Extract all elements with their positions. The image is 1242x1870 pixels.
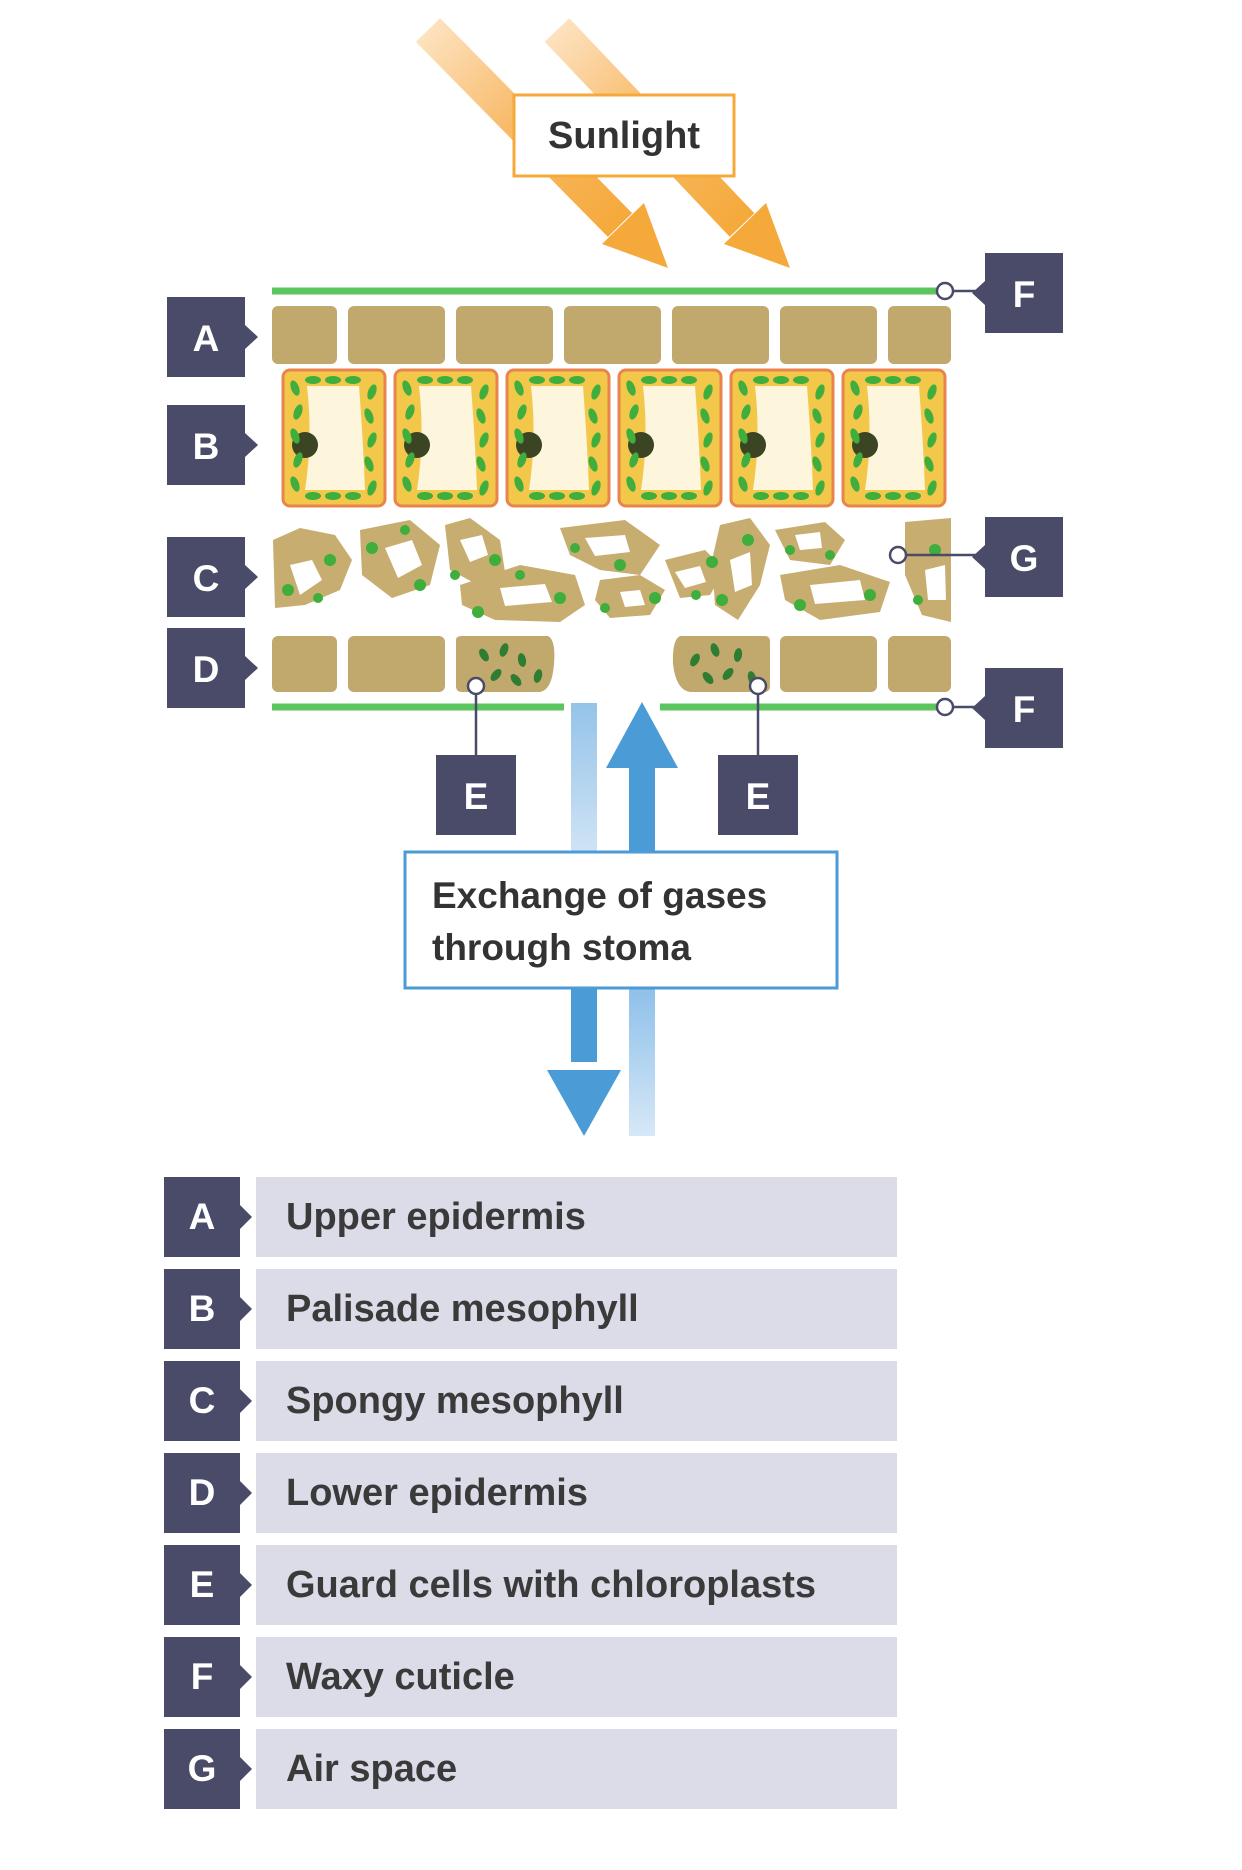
guard-cell-pointers: [466, 676, 768, 755]
palisade-cell: [281, 368, 387, 508]
palisade-cell: [729, 368, 835, 508]
svg-text:F: F: [1013, 274, 1036, 315]
guard-cell-right: [672, 636, 770, 692]
legend-text: Waxy cuticle: [256, 1637, 897, 1717]
callout-badges: A B C D F G F: [167, 253, 1063, 835]
callout-a: A: [167, 297, 258, 377]
svg-text:A: A: [193, 318, 220, 359]
leaf-cross-section-diagram: Sunlight: [167, 18, 1063, 1136]
legend-badge: A: [164, 1177, 252, 1257]
svg-text:C: C: [193, 558, 220, 599]
legend: A Upper epidermis B Palisade mesophyll C…: [164, 1177, 897, 1821]
callout-c: C: [167, 537, 258, 617]
palisade-cell: [841, 368, 947, 508]
legend-text: Air space: [256, 1729, 897, 1809]
gas-arrow-out: [547, 703, 621, 1136]
svg-text:G: G: [1010, 538, 1039, 579]
callout-b: B: [167, 405, 258, 485]
legend-row-b: B Palisade mesophyll: [164, 1269, 897, 1349]
sunlight-label-box: Sunlight: [512, 93, 736, 178]
legend-text: Lower epidermis: [256, 1453, 897, 1533]
svg-text:F: F: [1013, 689, 1036, 730]
callout-g: G: [972, 517, 1063, 597]
legend-badge: F: [164, 1637, 252, 1717]
svg-text:E: E: [464, 776, 489, 817]
legend-text: Upper epidermis: [256, 1177, 897, 1257]
svg-text:B: B: [193, 426, 220, 467]
callout-e-left: E: [436, 755, 516, 835]
legend-row-g: G Air space: [164, 1729, 897, 1809]
legend-badge: E: [164, 1545, 252, 1625]
legend-badge: G: [164, 1729, 252, 1809]
gas-arrow-in: [606, 702, 678, 1136]
svg-text:E: E: [746, 776, 771, 817]
legend-text: Spongy mesophyll: [256, 1361, 897, 1441]
legend-badge: D: [164, 1453, 252, 1533]
lower-epidermis: [272, 636, 951, 692]
legend-text: Guard cells with chloroplasts: [256, 1545, 897, 1625]
legend-row-e: E Guard cells with chloroplasts: [164, 1545, 897, 1625]
upper-cuticle: [272, 281, 985, 301]
gas-exchange-label-box: Exchange of gases through stoma: [403, 850, 839, 990]
palisade-mesophyll: [281, 368, 947, 508]
legend-row-a: A Upper epidermis: [164, 1177, 897, 1257]
legend-row-f: F Waxy cuticle: [164, 1637, 897, 1717]
legend-badge: B: [164, 1269, 252, 1349]
palisade-cell: [505, 368, 611, 508]
palisade-cell: [393, 368, 499, 508]
upper-epidermis: [272, 306, 951, 364]
legend-text: Palisade mesophyll: [256, 1269, 897, 1349]
callout-f-bottom: F: [972, 668, 1063, 748]
air-space-pointer: [888, 545, 985, 565]
callout-e-right: E: [718, 755, 798, 835]
callout-d: D: [167, 628, 258, 708]
gas-exchange-arrows: [547, 702, 678, 1136]
gas-exchange-label-line-1: Exchange of gases: [432, 875, 767, 916]
lower-cuticle: [272, 697, 985, 717]
legend-row-c: C Spongy mesophyll: [164, 1361, 897, 1441]
palisade-cell: [617, 368, 723, 508]
legend-badge: C: [164, 1361, 252, 1441]
svg-text:D: D: [193, 649, 220, 690]
spongy-mesophyll: [273, 518, 951, 622]
sunlight-label: Sunlight: [548, 115, 700, 157]
callout-f-top: F: [972, 253, 1063, 333]
gas-exchange-label-line-2: through stoma: [432, 927, 691, 968]
legend-row-d: D Lower epidermis: [164, 1453, 897, 1533]
